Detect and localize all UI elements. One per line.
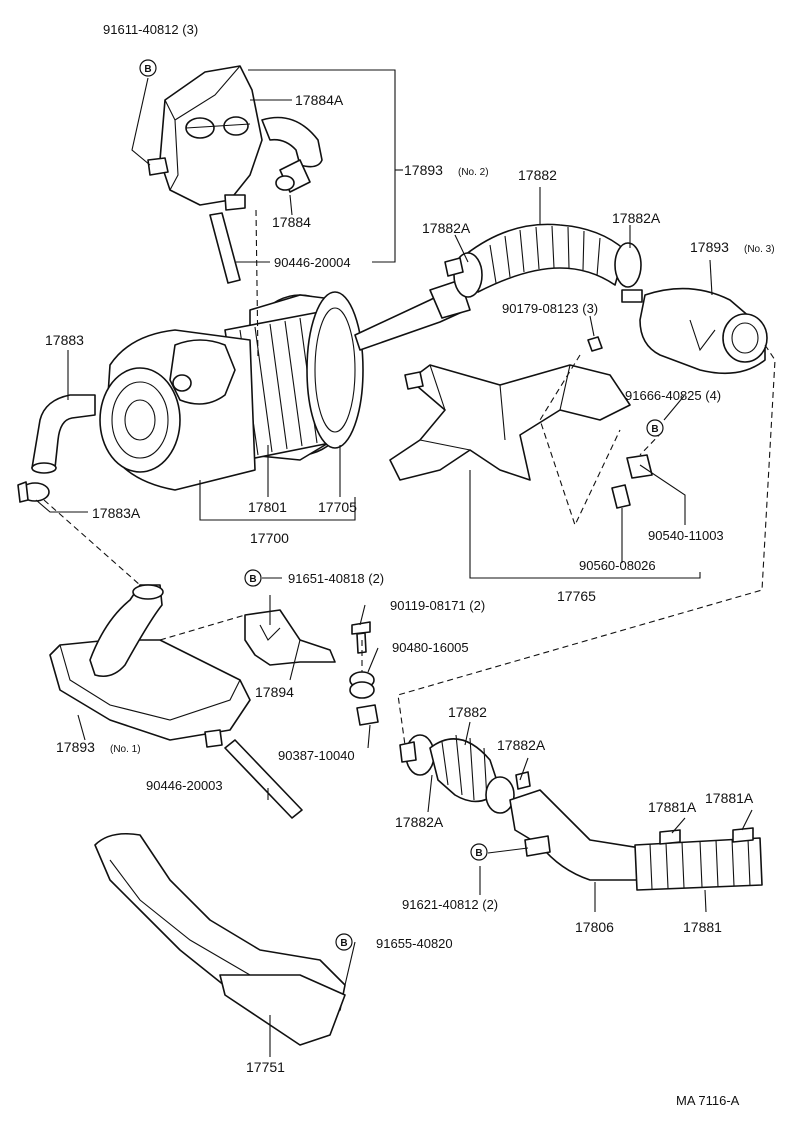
pipe-90446-20003	[224, 739, 303, 819]
bolt-marker-3: B	[244, 569, 262, 587]
cushion-90540	[626, 454, 653, 479]
label-91651: 91651-40818 (2)	[288, 571, 384, 586]
label-91611: 91611-40812 (3)	[103, 22, 198, 37]
label-17700: 17700	[250, 530, 289, 546]
label-90480: 90480-16005	[392, 640, 469, 655]
label-90560: 90560-08026	[579, 558, 656, 573]
clamp-17882A-top-right	[614, 242, 643, 303]
bolt-marker-text: B	[475, 848, 482, 859]
label-17881A-top: 17881A	[705, 790, 754, 806]
label-90179: 90179-08123 (3)	[502, 301, 598, 316]
label-17806: 17806	[575, 919, 614, 935]
air-cleaner-17700	[99, 279, 471, 491]
label-90387: 90387-10040	[278, 748, 355, 763]
resonator-no2	[147, 65, 263, 211]
label-91621: 91621-40812 (2)	[402, 897, 498, 912]
label-90540: 90540-11003	[648, 528, 724, 543]
bolt-marker-text: B	[340, 938, 347, 949]
bolt-marker-1: B	[139, 59, 157, 77]
label-17881: 17881	[683, 919, 722, 935]
label-90446-20004: 90446-20004	[274, 255, 351, 270]
bracket-17894	[244, 609, 336, 666]
label-17893-no2: 17893	[404, 162, 443, 178]
clamp-17882A-bottom-right	[485, 771, 531, 814]
hose-17883	[31, 394, 96, 474]
pipe-90446-20004	[209, 212, 241, 284]
label-17893-no1-note: (No. 1)	[110, 744, 141, 755]
label-91666: 91666-40825 (4)	[625, 388, 721, 403]
clamp-17882A-top-left	[444, 252, 483, 298]
cleaner-cap	[99, 329, 256, 491]
label-17882A-top-right: 17882A	[612, 210, 661, 226]
bolt-marker-4: B	[470, 843, 488, 861]
bellows-17881	[634, 837, 763, 891]
label-17882A-bottom-right: 17882A	[497, 737, 546, 753]
air-duct-17751	[94, 832, 346, 1046]
resonator-no1	[49, 584, 251, 748]
label-17882A-bottom-left: 17882A	[395, 814, 444, 830]
label-90446-20003: 90446-20003	[146, 778, 223, 793]
duct-17882-top	[464, 223, 626, 293]
label-17801: 17801	[248, 499, 287, 515]
bolt-marker-text: B	[651, 424, 658, 435]
bolt-marker-text: B	[144, 64, 151, 75]
outlet-tube	[354, 279, 471, 351]
part-labels: 91611-40812 (3) 17884A 17893 (No. 2) 178…	[45, 22, 775, 1108]
reference-code: MA 7116-A	[676, 1093, 740, 1108]
resonator-no3	[639, 287, 768, 375]
clamp-17882A-bottom-left	[399, 734, 435, 776]
label-17884: 17884	[272, 214, 311, 230]
duct-17882-bottom	[429, 734, 501, 803]
label-17893-no3: 17893	[690, 239, 729, 255]
leader-lines	[35, 69, 753, 1057]
label-17882A-top-left: 17882A	[422, 220, 471, 236]
nut-90179	[587, 336, 603, 352]
bolt-marker-text: B	[249, 574, 256, 585]
clamp-17883A	[17, 481, 50, 503]
label-17705: 17705	[318, 499, 357, 515]
label-90119: 90119-08171 (2)	[390, 598, 485, 613]
label-17765: 17765	[557, 588, 596, 604]
label-17893-no1: 17893	[56, 739, 95, 755]
label-17882-top: 17882	[518, 167, 557, 183]
collar-90387	[356, 704, 379, 726]
label-17883A: 17883A	[92, 505, 141, 521]
label-17893-no2-note: (No. 2)	[458, 167, 489, 178]
label-17893-no3-note: (No. 3)	[744, 244, 775, 255]
label-17894: 17894	[255, 684, 294, 700]
clamp-17884A	[185, 116, 251, 139]
label-17882-bottom: 17882	[448, 704, 487, 720]
bolt-90119	[351, 621, 371, 654]
bolt-marker-5: B	[335, 933, 353, 951]
label-91655: 91655-40820	[376, 936, 453, 951]
hose-17884	[261, 116, 323, 193]
case-17705	[306, 291, 364, 449]
label-17751: 17751	[246, 1059, 285, 1075]
inlet-17806	[509, 789, 641, 881]
collar-90560	[611, 484, 631, 509]
label-17884A: 17884A	[295, 92, 344, 108]
bolt-marker-2: B	[646, 419, 664, 437]
label-17881A-mid: 17881A	[648, 799, 697, 815]
clamps-17881A	[659, 827, 754, 845]
bracket-17765	[389, 364, 631, 481]
grommet-90480	[349, 671, 375, 699]
label-17883: 17883	[45, 332, 84, 348]
